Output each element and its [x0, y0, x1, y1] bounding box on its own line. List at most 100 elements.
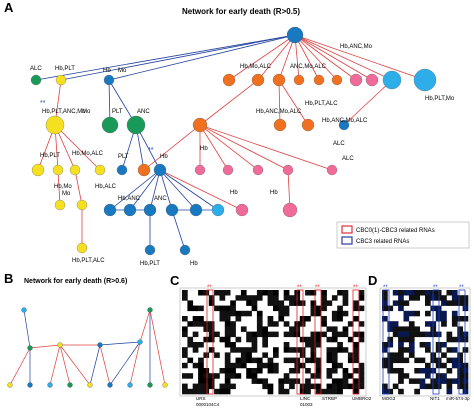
- heatmap-cell: [462, 331, 469, 338]
- network-annotation: Hb,Mo,ALC: [72, 151, 104, 157]
- heatmap-cell: [230, 326, 236, 332]
- heatmap-cell: [337, 383, 343, 390]
- heatmap-cell: [192, 388, 199, 395]
- network-edge: [294, 34, 426, 81]
- heatmap-cell: [214, 305, 220, 312]
- heatmap-cell: [382, 300, 388, 306]
- heatmap-cell: [224, 378, 231, 384]
- heatmap-cell: [353, 388, 359, 395]
- heatmap-cell: [387, 321, 394, 327]
- network-edge: [35, 34, 296, 81]
- heatmap-cell: [182, 373, 188, 379]
- heatmap-cell: [208, 331, 215, 338]
- significance-stars: **: [148, 147, 154, 154]
- heatmap-cell: [446, 357, 453, 364]
- heatmap-cell: [208, 378, 215, 384]
- network-annotation: Hb: [270, 190, 278, 196]
- heatmap-cell: [353, 352, 359, 358]
- heatmap-cell: [321, 388, 327, 395]
- highlight-column: [382, 289, 390, 395]
- heatmap-cell: [208, 347, 215, 353]
- heatmap-cell: [187, 305, 194, 312]
- heatmap-cell: [267, 321, 274, 327]
- heatmap-cell: [457, 295, 463, 301]
- heatmap-cell: [224, 368, 231, 374]
- heatmap-cell: [230, 373, 236, 379]
- heatmap-cell: [310, 336, 317, 343]
- heatmap-cell: [398, 373, 404, 379]
- heatmap-cell: [289, 347, 295, 353]
- network-node: [162, 382, 168, 388]
- heatmap-cell: [398, 331, 404, 338]
- heatmap-cell: [262, 331, 268, 338]
- gene-label: NIT1: [430, 396, 440, 401]
- heatmap-cell: [182, 388, 188, 395]
- heatmap-cell: [273, 295, 279, 301]
- heatmap-cell: [358, 373, 365, 379]
- legend-swatch-red: [341, 225, 353, 234]
- network-node: [211, 203, 225, 217]
- heatmap-cell: [283, 305, 290, 312]
- heatmap-cell: [256, 368, 263, 374]
- heatmap-cell: [198, 383, 204, 390]
- heatmap-cell: [392, 326, 399, 332]
- heatmap-cell: [224, 336, 231, 343]
- heatmap-cell: [198, 373, 204, 379]
- network-node: [165, 203, 179, 217]
- heatmap-cell: [305, 368, 311, 374]
- heatmap-cell: [457, 383, 463, 390]
- network-node: [222, 164, 234, 176]
- heatmap-cell: [353, 347, 359, 353]
- heatmap-cell: [256, 326, 263, 332]
- heatmap-cell: [192, 331, 199, 338]
- heatmap-cell: [182, 383, 188, 390]
- heatmap-cell: [310, 331, 317, 338]
- heatmap-cell: [182, 290, 188, 296]
- heatmap-cell: [198, 362, 204, 369]
- network-edge: [149, 309, 166, 386]
- heatmap-cell: [462, 383, 469, 390]
- heatmap-cell: [240, 362, 247, 369]
- heatmap-cell: [331, 368, 338, 374]
- heatmap-cell: [305, 290, 311, 296]
- heatmap-cell: [382, 362, 388, 369]
- heatmap-cell: [382, 305, 388, 312]
- heatmap-cell: [337, 347, 343, 353]
- heatmap-cell: [331, 378, 338, 384]
- panel-d-letter: D: [368, 273, 377, 288]
- heatmap-cell: [289, 326, 295, 332]
- heatmap-cell: [462, 295, 469, 301]
- heatmap-cell: [358, 336, 365, 343]
- heatmap-cell: [326, 352, 333, 358]
- heatmap-cell: [392, 357, 399, 364]
- heatmap-cell: [446, 331, 453, 338]
- heatmap-cell: [326, 383, 333, 390]
- heatmap-cell: [283, 342, 290, 348]
- heatmap-cell: [230, 368, 236, 374]
- heatmap-cell: [278, 300, 285, 306]
- heatmap-cell: [235, 373, 242, 379]
- heatmap-cell: [446, 300, 453, 306]
- network-edge: [171, 209, 186, 251]
- highlight-column: [458, 289, 466, 395]
- heatmap-cell: [230, 305, 236, 312]
- heatmap-cell: [224, 342, 231, 348]
- heatmap-cell: [457, 336, 463, 343]
- heatmap-cell: [187, 321, 194, 327]
- heatmap-cell: [283, 310, 290, 317]
- network-annotation: Hb,PLT,ALC: [305, 101, 338, 107]
- heatmap-cell: [342, 383, 349, 390]
- heatmap-cell: [198, 357, 204, 364]
- heatmap-cell: [192, 342, 199, 348]
- heatmap-cell: [219, 316, 226, 322]
- heatmap-cell: [289, 378, 295, 384]
- heatmap-cell: [392, 368, 399, 374]
- network-node: [301, 118, 315, 132]
- heatmap-cell: [331, 331, 338, 338]
- significance-stars: **: [433, 285, 438, 291]
- heatmap-cell: [457, 300, 463, 306]
- heatmap-cell: [278, 305, 285, 312]
- heatmap-cell: [441, 373, 447, 379]
- network-annotation: Hb,PLT: [55, 66, 75, 72]
- network-annotation: Hb,PLT: [140, 261, 160, 267]
